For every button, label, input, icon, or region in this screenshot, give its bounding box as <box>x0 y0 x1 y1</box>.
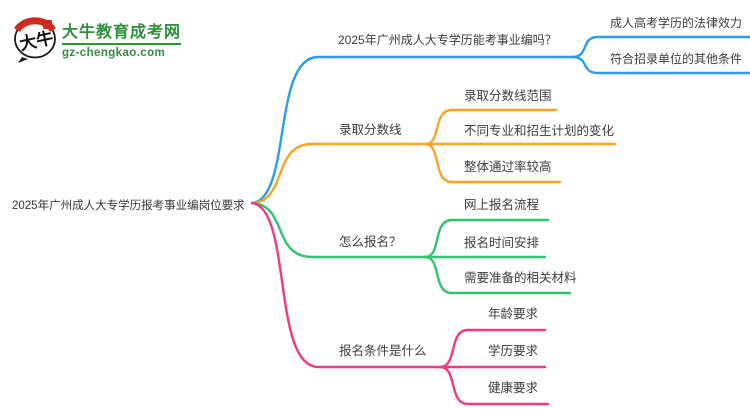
brand-name: 大牛教育成考网 <box>62 23 182 41</box>
branch-2-connector <box>250 142 427 205</box>
branch-4-child-1-connector <box>438 328 547 369</box>
branch-2-child-2-node: 不同专业和招生计划的变化 <box>464 124 615 138</box>
branch-4-child-3-node: 健康要求 <box>488 381 539 395</box>
branch-3-child-1-node: 网上报名流程 <box>464 198 540 212</box>
branch-1-connector <box>250 55 574 205</box>
branch-2-child-1-node: 录取分数线范围 <box>464 89 552 103</box>
branch-3-child-2-node: 报名时间安排 <box>464 236 540 250</box>
brand-domain: gz-chengkao.com <box>62 46 166 59</box>
branch-1-child-1-node: 成人高考学历的法律效力 <box>610 16 743 30</box>
branch-3-node: 怎么报名？ <box>339 235 402 249</box>
branch-3-child-3-connector <box>423 255 572 295</box>
branch-1-node: 2025年广州成人大专学历能考事业编吗？ <box>338 33 557 47</box>
brand-divider <box>62 42 182 45</box>
branch-4-child-1-node: 年龄要求 <box>488 307 539 321</box>
branch-4-connector <box>250 201 442 369</box>
branch-3-child-1-connector <box>423 218 550 259</box>
branch-4-node: 报名条件是什么 <box>339 344 427 358</box>
branch-3-child-3-node: 需要准备的相关材料 <box>464 271 577 285</box>
branch-3-connector <box>250 201 427 259</box>
branch-2-child-3-connector <box>423 142 562 184</box>
site-logo[interactable]: 大牛 大牛教育成考网 gz-chengkao.com <box>12 13 182 63</box>
branch-4-child-2-node: 学历要求 <box>488 344 539 358</box>
branch-1-child-2-connector <box>570 55 750 75</box>
branch-2-node: 录取分数线 <box>339 123 402 137</box>
daniu-seal-icon: 大牛 <box>14 17 56 63</box>
branch-1-child-2-node: 符合招录单位的其他条件 <box>610 52 743 66</box>
branch-2-child-3-node: 整体通过率较高 <box>464 160 552 174</box>
branch-4-child-3-connector <box>438 365 550 406</box>
root-node: 2025年广州成人大专学历报考事业编岗位要求 <box>12 200 245 212</box>
